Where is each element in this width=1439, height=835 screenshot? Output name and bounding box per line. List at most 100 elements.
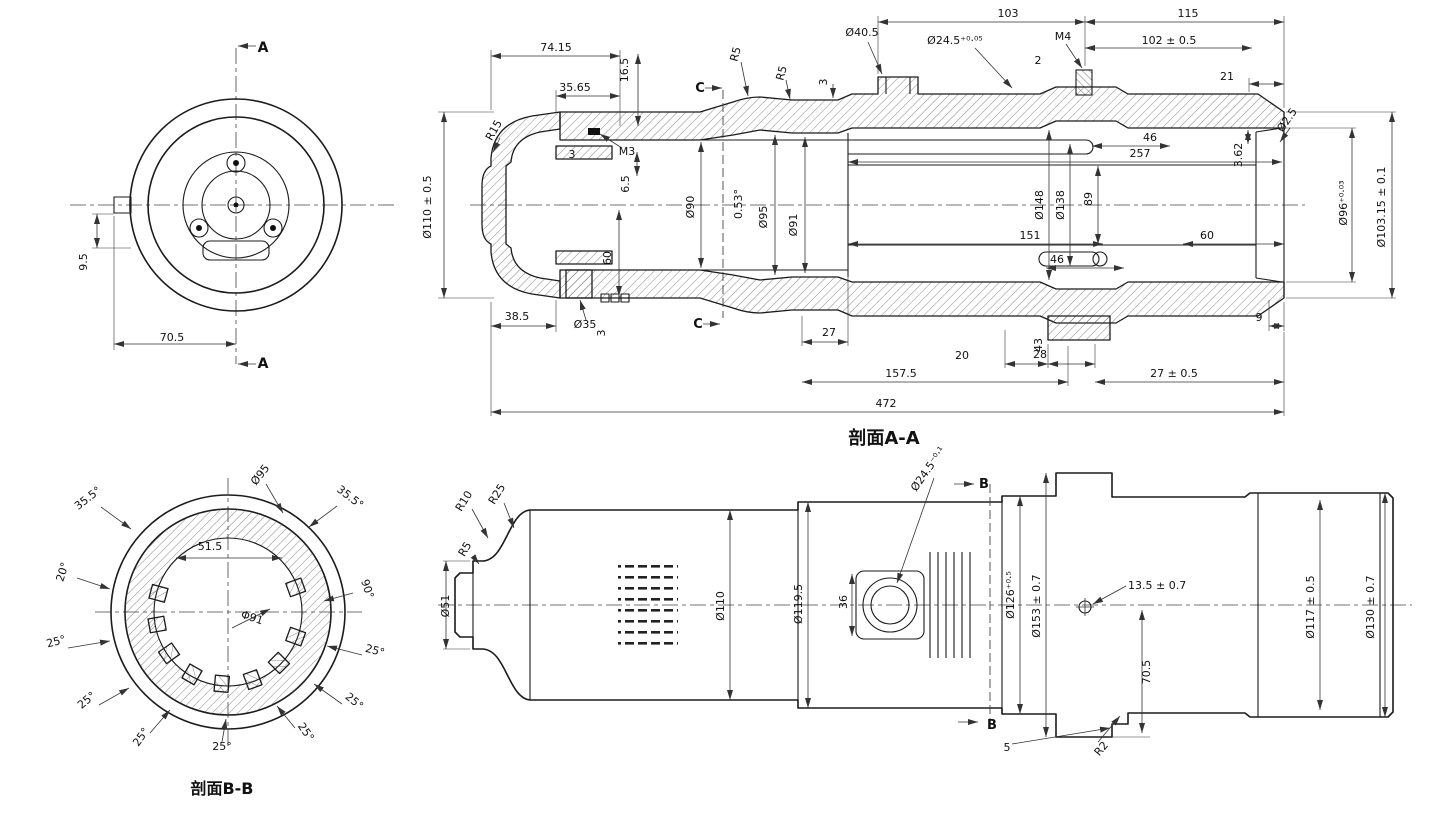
m4-screw (1075, 69, 1093, 96)
dimension-label: 9.5 (77, 253, 90, 271)
left-flange-section (481, 111, 561, 299)
dimension-label: 28 (1033, 348, 1047, 361)
dimension-label: M3 (619, 145, 636, 158)
dimension-label: A (258, 40, 269, 56)
dimension-label: Ø95 (757, 206, 770, 229)
dimension-label: 3 (569, 148, 576, 161)
dimension-label: 3 (817, 79, 830, 86)
dimension-label: R5 (773, 64, 789, 82)
dimension-label: 46 (1143, 131, 1157, 144)
dimension-label: 25° (130, 725, 152, 748)
dimension-label: Ø24.5⁺⁰·⁰⁵ (927, 34, 983, 47)
dimension-label: 36 (837, 595, 850, 609)
dimension-label: 60 (601, 251, 614, 265)
dimension-label: Ø126⁺⁰·⁵ (1004, 571, 1017, 619)
dimension-label: Ø90 (684, 196, 697, 219)
dimension-label: Ø24.5⁻⁰·¹ (908, 444, 948, 493)
dimension-label: 35.5° (334, 483, 366, 512)
dimension-label: R25 (486, 482, 508, 507)
dimension-label: 9 (1256, 311, 1263, 324)
dimension-label: 74.15 (540, 41, 572, 54)
dimension-label: Ø51 (439, 595, 452, 618)
port-hole (862, 577, 918, 633)
dimension-label: Ø95 (248, 462, 272, 488)
bottom-boss-section (1047, 315, 1111, 341)
dimension-label: C (695, 81, 705, 96)
dimension-label: Ø130 ± 0.7 (1364, 575, 1377, 638)
dimension-label: 89 (1082, 192, 1095, 206)
dimension-label: 13.5 ± 0.7 (1128, 579, 1186, 592)
dimension-label: R5 (727, 45, 743, 63)
cooling-fins (929, 552, 971, 658)
outer-circle (129, 98, 343, 312)
dimension-label: 157.5 (885, 367, 917, 380)
m3-screw (588, 128, 600, 135)
outer-circle (110, 494, 346, 730)
vent-grille (618, 558, 678, 652)
dimension-label: 60 (1200, 229, 1214, 242)
dimension-label: B (979, 477, 989, 492)
dimension-label: 103 (998, 7, 1019, 20)
bottom-wall-section (559, 269, 1285, 324)
dimension-label: Ø138 (1054, 190, 1067, 220)
dimension-label: 35.5° (72, 484, 104, 513)
dimension-label: Ø91 (787, 214, 800, 237)
slot (202, 240, 270, 261)
dimension-label: 70.5 (1140, 660, 1153, 685)
dimension-label: 25° (364, 642, 386, 660)
outer-profile (454, 472, 1394, 738)
dimension-label: Ø110 ± 0.5 (421, 175, 434, 238)
dimension-label: Ø40.5 (845, 26, 878, 39)
dimension-label: 151 (1020, 229, 1041, 242)
dimension-label: A (258, 356, 269, 372)
dimension-label: B (987, 718, 997, 733)
section-bb-view (67, 478, 363, 748)
dimension-label: Ø117 ± 0.5 (1304, 575, 1317, 638)
dimension-label: 90° (358, 578, 376, 601)
dimension-label: 3 (595, 330, 608, 337)
dimension-label: Ø119.5 (792, 584, 805, 624)
dimension-label: Ø148 (1033, 190, 1046, 220)
dimension-label: Ø96⁺⁰·⁰³ (1337, 180, 1350, 225)
front-view (70, 43, 398, 367)
section-aa-view (438, 16, 1396, 416)
dimension-label: 6.5 (619, 175, 632, 193)
section-arrows-a (238, 43, 256, 367)
dimension-label: C (693, 317, 703, 332)
dimension-label: 5 (1004, 741, 1011, 754)
dimension-label: 70.5 (160, 331, 185, 344)
dimension-label: 2 (1035, 54, 1042, 67)
spline-teeth (147, 577, 307, 693)
dimension-label: 35.65 (559, 81, 591, 94)
dimension-label: 46 (1050, 253, 1064, 266)
section-bb-title: 剖面B-B (190, 779, 253, 798)
dimension-label: 20 (955, 349, 969, 362)
dimension-label: 25° (343, 690, 366, 712)
dimension-label: Ø35 (574, 318, 597, 331)
dimension-label: Ø153 ± 0.7 (1030, 574, 1043, 637)
dimension-lines (92, 213, 236, 350)
dimension-label: 257 (1130, 147, 1151, 160)
dimension-label: Ø110 (714, 591, 727, 621)
plug-section (565, 269, 593, 299)
dimension-label: 115 (1178, 7, 1199, 20)
bolt-holes (189, 153, 283, 238)
dimension-label: R5 (456, 539, 475, 558)
dimension-label: 51.5 (198, 540, 223, 553)
dimension-label: 27 (822, 326, 836, 339)
dimension-label: 43 (1032, 338, 1045, 352)
dimension-label: 25° (45, 633, 67, 651)
dimension-label: 38.5 (505, 310, 530, 323)
dimension-label: R2 (1092, 739, 1111, 759)
dimension-lines (443, 473, 1388, 745)
section-aa-title: 剖面A-A (848, 427, 919, 449)
dimension-label: 25° (75, 689, 98, 711)
dimension-lines (67, 483, 363, 743)
dimension-label: 21 (1220, 70, 1234, 83)
dimension-lines (438, 16, 1396, 416)
dimension-label: 0.53° (732, 189, 745, 219)
dimension-label: 25° (295, 720, 317, 743)
side-view (438, 472, 1412, 745)
